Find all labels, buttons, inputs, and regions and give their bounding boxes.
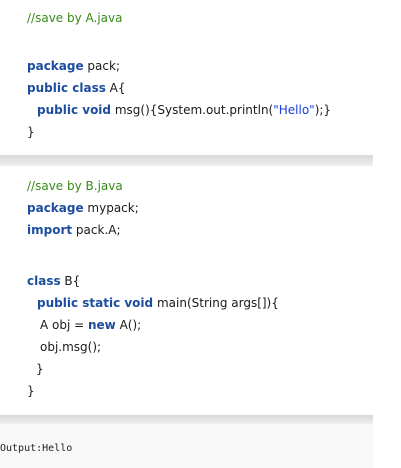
code-line-import: import pack.A; bbox=[27, 220, 121, 240]
method-body: msg(){System.out.println( bbox=[111, 103, 274, 117]
keyword-public-static-void: public static void bbox=[37, 296, 154, 310]
code-line-class-a: public class A{ bbox=[27, 78, 126, 98]
output-block: Output:Hello bbox=[0, 424, 373, 468]
keyword-new: new bbox=[88, 318, 116, 332]
package-name: mypack; bbox=[83, 201, 139, 215]
package-name: pack; bbox=[83, 59, 120, 73]
code-block-b-java: //save by B.java package mypack; import … bbox=[0, 166, 373, 415]
code-line-msg-call: obj.msg(); bbox=[40, 340, 102, 354]
keyword-package: package bbox=[27, 201, 84, 215]
code-line-new-object: A obj = new A(); bbox=[40, 315, 141, 335]
code-line-close-class: } bbox=[27, 384, 35, 398]
output-text: Output:Hello bbox=[0, 443, 73, 454]
code-block-a-java: //save by A.java package pack; public cl… bbox=[0, 0, 373, 155]
object-decl: A obj = bbox=[40, 318, 88, 332]
string-literal: "Hello" bbox=[273, 103, 315, 117]
keyword-class: class bbox=[27, 274, 61, 288]
class-name: A{ bbox=[105, 81, 126, 95]
class-name: B{ bbox=[60, 274, 81, 288]
code-line-package-mypack: package mypack; bbox=[27, 198, 139, 218]
code-line-close-method: } bbox=[36, 362, 44, 376]
main-signature: main(String args[]){ bbox=[153, 296, 279, 310]
constructor-call: A(); bbox=[115, 318, 142, 332]
code-line-class-b: class B{ bbox=[27, 271, 80, 291]
block-divider bbox=[0, 155, 373, 166]
keyword-public-class: public class bbox=[27, 81, 106, 95]
keyword-import: import bbox=[27, 223, 73, 237]
method-body-end: );} bbox=[314, 103, 332, 117]
code-line-main-method: public static void main(String args[]){ bbox=[37, 293, 279, 313]
code-line-msg-method: public void msg(){System.out.println("He… bbox=[37, 100, 331, 120]
code-line-close-brace: } bbox=[27, 125, 35, 139]
comment-a-java: //save by A.java bbox=[27, 11, 123, 25]
block-divider bbox=[0, 415, 373, 424]
keyword-public-void: public void bbox=[37, 103, 112, 117]
code-line-package-pack: package pack; bbox=[27, 56, 120, 76]
import-target: pack.A; bbox=[72, 223, 121, 237]
keyword-package: package bbox=[27, 59, 84, 73]
comment-b-java: //save by B.java bbox=[27, 179, 123, 193]
